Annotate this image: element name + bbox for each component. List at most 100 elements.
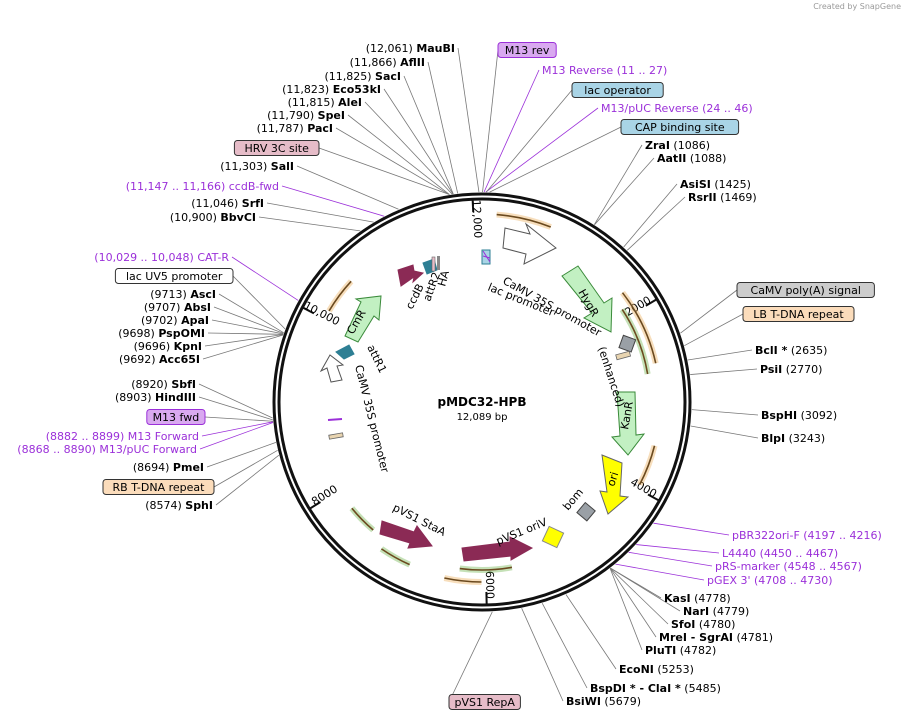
site-coord: (9702)	[141, 314, 181, 327]
leader-line	[213, 306, 284, 334]
site-label: (9713) AscI	[150, 288, 216, 301]
leader-line	[213, 449, 278, 488]
site-name: SfoI	[671, 618, 695, 631]
site-label: KasI (4778)	[664, 592, 731, 605]
primer-label: pBR322ori-F (4197 .. 4216)	[732, 529, 882, 542]
leader-line	[691, 409, 759, 416]
lb-repeat-box	[615, 350, 632, 361]
site-coord: (3243)	[785, 432, 825, 445]
feature-box	[233, 140, 320, 156]
site-label: BclI * (2635)	[755, 344, 827, 357]
site-name: Acc65I	[159, 353, 200, 366]
feature-box	[114, 268, 234, 284]
label-leaders	[198, 47, 759, 703]
leader-line	[636, 544, 720, 554]
plasmid-size: 12,089 bp	[457, 412, 508, 423]
site-name: SpeI	[318, 109, 345, 122]
leader-line	[448, 611, 493, 703]
tick-4000	[647, 493, 659, 502]
site-name: EcoNI	[619, 663, 654, 676]
site-coord: (2770)	[782, 363, 822, 376]
leader-line	[687, 349, 753, 361]
site-label: (11,823) Eco53kI	[282, 83, 381, 96]
leader-line	[198, 396, 273, 421]
site-name: PluTI	[645, 644, 676, 657]
site-coord: (4779)	[709, 605, 749, 618]
site-label: ZraI (1086)	[645, 139, 710, 152]
site-coord: (1088)	[686, 152, 726, 165]
site-label: (9702) ApaI	[141, 314, 209, 327]
leader-line	[383, 88, 454, 195]
backbone-outer	[272, 192, 692, 612]
site-name: SphI	[185, 499, 213, 512]
site-label: (11,790) SpeI	[267, 109, 345, 122]
ori-label: ori	[604, 470, 621, 488]
feature-box-label: CaMV poly(A) signal	[736, 282, 875, 298]
site-coord: (11,790)	[267, 109, 318, 122]
site-name: BclI *	[755, 344, 788, 357]
leader-line	[206, 442, 277, 468]
site-coord: (10,900)	[170, 211, 221, 224]
site-label: (9707) AbsI	[144, 301, 211, 314]
leader-line	[482, 49, 499, 193]
site-name: AbsI	[184, 301, 211, 314]
site-label: (8694) PmeI	[133, 461, 204, 474]
leader-line	[690, 425, 759, 439]
feature-box-text: pVS1 RepA	[454, 696, 515, 709]
leader-line	[364, 101, 453, 195]
site-label: (9696) KpnI	[134, 340, 202, 353]
feature-box	[448, 694, 521, 710]
site-coord: (9692)	[119, 353, 159, 366]
leader-line	[489, 126, 622, 193]
site-coord: (4781)	[733, 631, 773, 644]
site-coord: (11,046)	[191, 197, 242, 210]
site-name: SbfI	[171, 378, 196, 391]
primer-label: (10,029 .. 10,048) CAT-R	[94, 251, 229, 264]
site-name: NarI	[683, 605, 709, 618]
tick-label-8000: 8000	[309, 482, 340, 508]
site-coord: (11,815)	[288, 96, 339, 109]
site-coord: (8574)	[145, 499, 185, 512]
feature-box-text: lac UV5 promoter	[126, 270, 223, 283]
site-coord: (5485)	[681, 682, 721, 695]
site-name: Eco53kI	[333, 83, 381, 96]
site-label: SfoI (4780)	[671, 618, 735, 631]
arc-rep-orange	[444, 577, 482, 583]
kanr-arrow	[610, 391, 646, 456]
leader-line	[485, 107, 599, 193]
leader-line	[609, 568, 643, 651]
primer-label: L4440 (4450 .. 4467)	[722, 547, 838, 560]
tick-8000	[309, 501, 321, 510]
primer-label: (8882 .. 8899) M13 Forward	[46, 430, 199, 443]
feature-box-label: lac operator	[571, 82, 664, 98]
site-label: AatII (1088)	[657, 152, 726, 165]
site-label: (11,303) SalI	[220, 160, 294, 173]
plasmid-name: pMDC32-HPB	[438, 395, 527, 409]
tick-2000	[645, 298, 657, 307]
ccdb-arrow	[397, 264, 425, 287]
site-coord: (8903)	[115, 391, 155, 404]
site-name: PsiI	[760, 363, 782, 376]
leader-line	[204, 416, 273, 422]
site-name: BsiWI	[566, 695, 601, 708]
leader-line	[199, 422, 274, 450]
leader-line	[232, 275, 286, 330]
pvs1-repa-arrow	[461, 536, 534, 562]
inner-features	[319, 222, 646, 562]
feature-box-label: M13 fwd	[146, 409, 206, 425]
tick-10000	[302, 306, 315, 315]
arc-rep-green	[459, 566, 513, 571]
site-label: EcoNI (5253)	[619, 663, 694, 676]
arc-sta-green	[380, 548, 410, 566]
hrv3c-mark	[431, 256, 436, 272]
site-name: ZraI	[645, 139, 670, 152]
leader-line	[211, 319, 284, 335]
feature-box	[736, 282, 875, 298]
camv35s-top-arrow	[502, 222, 557, 265]
primer-label: (11,147 .. 11,166) ccdB-fwd	[126, 180, 279, 193]
leader-line	[486, 89, 573, 193]
feature-box-text: M13 rev	[505, 44, 550, 57]
site-name: SacI	[375, 70, 401, 83]
site-name: KasI	[664, 592, 691, 605]
feature-box	[146, 409, 206, 425]
